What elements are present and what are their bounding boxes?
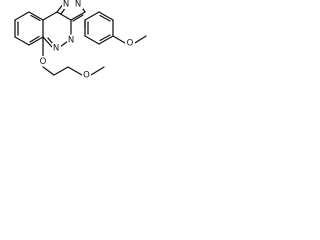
pyridazine-ring (42, 11, 72, 48)
bond (134, 35, 147, 44)
double-bond-inner (99, 34, 111, 42)
bond (42, 36, 53, 48)
bond (70, 11, 86, 21)
atom-n-triazole-top-left: N (63, 0, 69, 10)
bond (42, 11, 58, 21)
methoxy-phenyl-substituent (112, 35, 147, 44)
bond (98, 11, 114, 21)
bond (28, 36, 44, 46)
bond (53, 66, 69, 76)
bond (98, 35, 114, 45)
molecule-svg: N N N N O O O (14, 0, 147, 81)
phenyl-ring (84, 11, 114, 45)
atom-n-pyridazine-right: N (68, 36, 74, 46)
chemical-structure-diagram: N N N N O O O (0, 0, 163, 101)
double-bond-inner (99, 14, 111, 22)
bond (14, 11, 30, 21)
atom-labels: N N N N O O O (38, 0, 135, 81)
double-bond-inner (29, 35, 40, 43)
bond (28, 11, 44, 21)
bond (84, 35, 100, 45)
bond (42, 66, 55, 76)
atom-o-ether-right: O (83, 71, 90, 81)
bond (56, 11, 72, 21)
bond (112, 35, 126, 44)
double-bond-inner (72, 14, 84, 22)
bond (90, 66, 105, 76)
atom-o-ether-left: O (40, 57, 47, 67)
double-bond-inner (30, 14, 41, 22)
benzo-ring (14, 11, 44, 46)
bond (84, 11, 100, 21)
atom-n-pyridazine-left: N (53, 44, 59, 54)
bond (67, 66, 83, 76)
atom-n-triazole-top-right: N (75, 0, 81, 10)
methoxyethoxy-chain (42, 36, 105, 76)
atom-o-methoxy: O (127, 39, 134, 49)
bond (14, 36, 30, 46)
bond (59, 40, 69, 48)
